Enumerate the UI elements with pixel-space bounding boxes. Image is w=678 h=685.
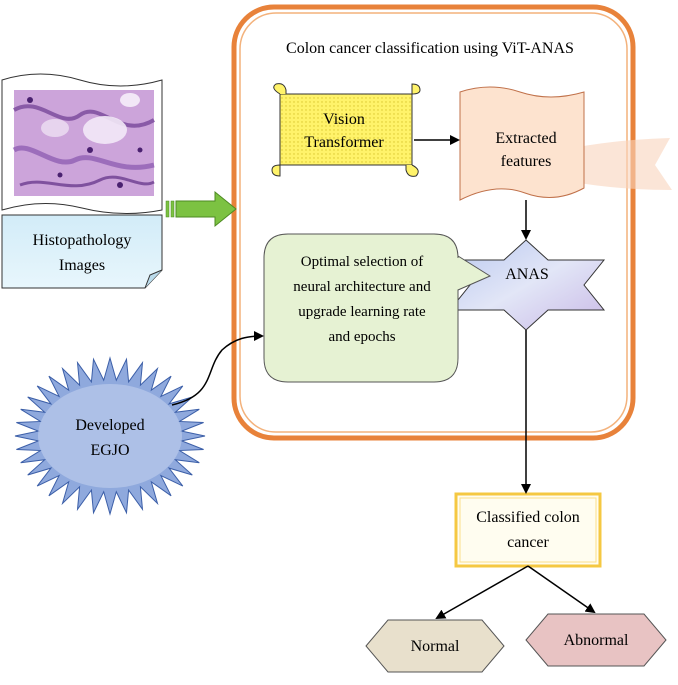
optimal-selection-label-4: and epochs [328, 329, 395, 345]
extracted-features-shape [459, 86, 585, 201]
classified-label-2: cancer [507, 534, 549, 551]
container-title: Colon cancer classification using ViT-AN… [286, 40, 574, 57]
normal-hexagon [365, 619, 505, 673]
classified-label-1: Classified colon [476, 509, 580, 526]
egjo-starburst [14, 356, 206, 516]
classified-box [454, 492, 602, 568]
vision-transformer-label-1: Vision [323, 111, 365, 128]
anas-star [448, 239, 606, 331]
histopathology-image [1, 73, 163, 215]
abnormal-label: Abnormal [564, 632, 629, 649]
abnormal-hexagon [525, 613, 667, 667]
egjo-label-2: EGJO [90, 442, 129, 459]
arrow-classified-to-abnormal [527, 565, 596, 614]
optimal-selection-label-2: neural architecture and [293, 279, 431, 295]
optimal-selection-callout [263, 233, 492, 383]
vision-transformer-label-2: Transformer [304, 134, 384, 151]
arrow-egjo-to-callout [171, 331, 264, 406]
extracted-features-label-2: features [501, 153, 552, 170]
arrow-classified-to-normal [435, 565, 529, 619]
optimal-selection-label-1: Optimal selection of [301, 254, 423, 270]
histopathology-label-2: Images [59, 257, 105, 274]
histopathology-label-1: Histopathology [33, 232, 132, 249]
anas-label: ANAS [505, 266, 549, 283]
egjo-label-1: Developed [75, 417, 144, 434]
extracted-features-label-1: Extracted [495, 130, 556, 147]
normal-label: Normal [411, 638, 460, 655]
vision-transformer-scroll [271, 83, 421, 177]
main-container [231, 4, 636, 441]
optimal-selection-label-3: upgrade learning rate [298, 304, 426, 320]
input-arrow [165, 190, 237, 228]
histopathology-document [1, 214, 163, 289]
